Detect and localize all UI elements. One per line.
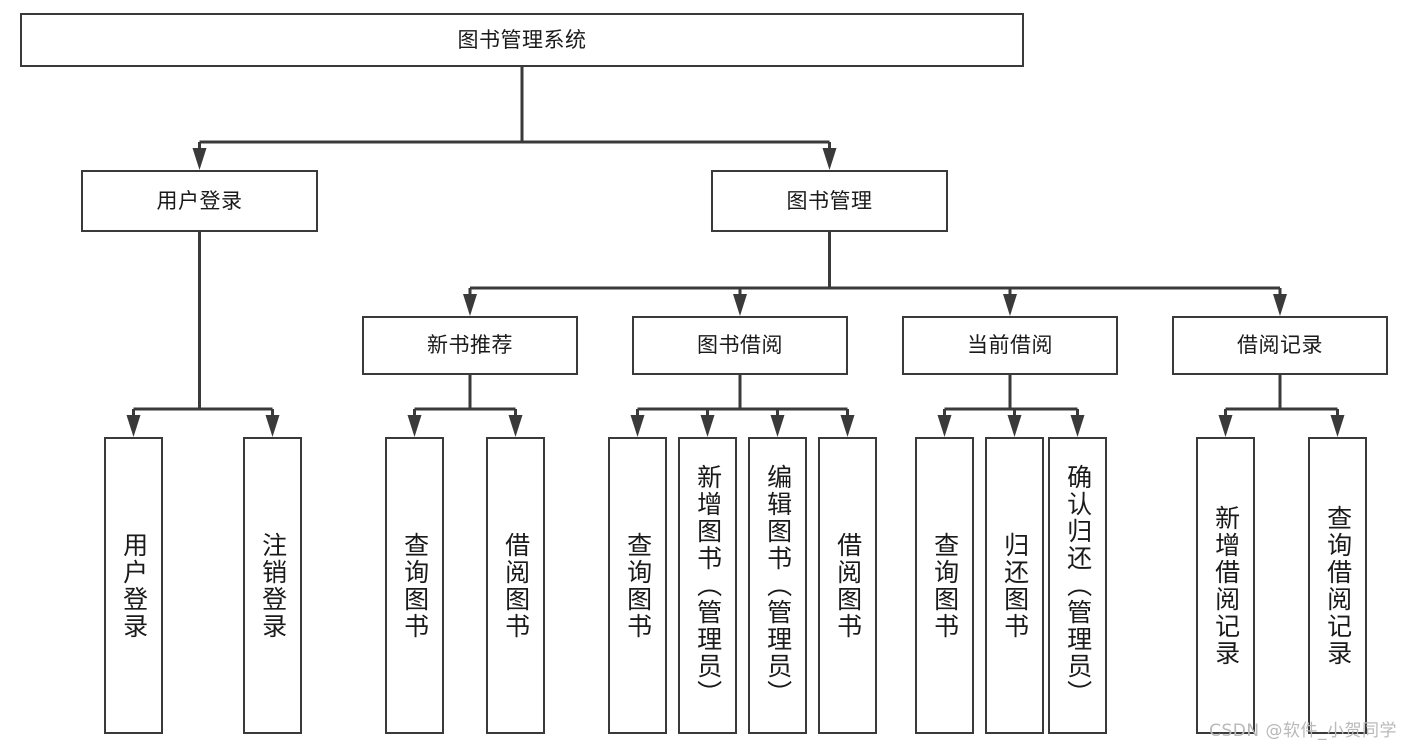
node-leaf-cb-return[interactable]: 归还图书 — [985, 437, 1044, 734]
node-root[interactable]: 图书管理系统 — [20, 13, 1024, 67]
node-label: 归还图书 — [1000, 531, 1030, 640]
node-cur-borrow[interactable]: 当前借阅 — [902, 316, 1118, 375]
node-user-login[interactable]: 用户登录 — [81, 170, 318, 232]
node-label: 借阅图书 — [833, 531, 863, 640]
node-borrow-rec[interactable]: 借阅记录 — [1172, 316, 1388, 375]
node-book-borrow[interactable]: 图书借阅 — [632, 316, 848, 375]
node-label: 查询图书 — [623, 531, 653, 640]
node-label: 注销登录 — [258, 531, 288, 640]
watermark: CSDN @软件_小贺同学 — [1209, 721, 1397, 741]
node-leaf-bb-add[interactable]: 新增图书（管理员） — [678, 437, 737, 734]
node-label: 查询图书 — [930, 531, 960, 640]
node-label: 新书推荐 — [427, 333, 513, 358]
node-leaf-cb-confirm[interactable]: 确认归还（管理员） — [1048, 437, 1107, 734]
node-label: 借阅记录 — [1237, 333, 1323, 358]
node-leaf-rec-query[interactable]: 查询图书 — [385, 437, 444, 734]
node-leaf-br-add[interactable]: 新增借阅记录 — [1196, 437, 1255, 734]
node-label: 图书借阅 — [697, 333, 783, 358]
node-label: 图书管理 — [786, 188, 873, 213]
node-label: 用户登录 — [156, 188, 243, 213]
node-new-book-rec[interactable]: 新书推荐 — [362, 316, 578, 375]
node-leaf-br-query[interactable]: 查询借阅记录 — [1308, 437, 1367, 734]
node-label: 新增借阅记录 — [1211, 504, 1241, 667]
node-label: 查询借阅记录 — [1323, 504, 1353, 667]
node-label: 当前借阅 — [967, 333, 1053, 358]
node-book-mgmt[interactable]: 图书管理 — [711, 170, 948, 232]
node-leaf-bb-edit[interactable]: 编辑图书（管理员） — [748, 437, 807, 734]
node-label: 编辑图书（管理员） — [763, 464, 793, 707]
node-label: 新增图书（管理员） — [693, 464, 723, 707]
node-label: 用户登录 — [119, 531, 149, 640]
node-leaf-bb-borrow[interactable]: 借阅图书 — [818, 437, 877, 734]
node-leaf-cb-query[interactable]: 查询图书 — [915, 437, 974, 734]
node-leaf-user-logout[interactable]: 注销登录 — [243, 437, 302, 734]
node-leaf-rec-borrow[interactable]: 借阅图书 — [486, 437, 545, 734]
node-leaf-user-login[interactable]: 用户登录 — [104, 437, 163, 734]
node-label: 借阅图书 — [501, 531, 531, 640]
node-label: 查询图书 — [400, 531, 430, 640]
node-label: 图书管理系统 — [457, 27, 587, 52]
node-leaf-bb-query[interactable]: 查询图书 — [608, 437, 667, 734]
node-label: 确认归还（管理员） — [1063, 464, 1093, 707]
